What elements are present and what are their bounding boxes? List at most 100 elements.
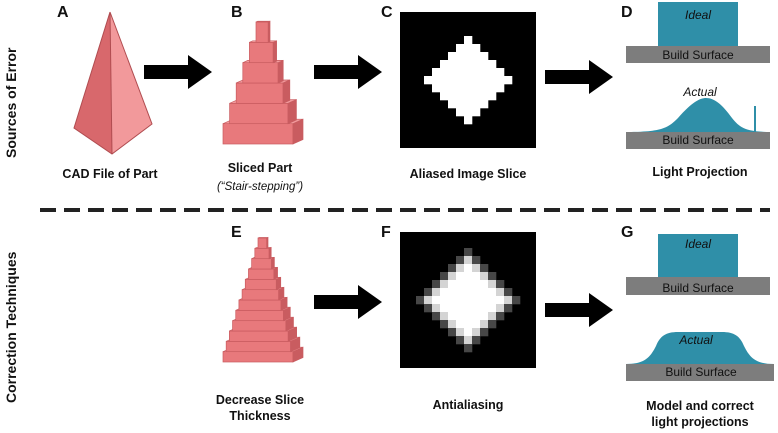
- panel-letter-f: F: [381, 224, 391, 241]
- caption-e-1: Decrease Slice: [215, 393, 305, 407]
- pixel: [496, 296, 505, 305]
- pixel: [416, 296, 425, 305]
- pixel: [464, 336, 473, 345]
- pixel: [480, 328, 489, 337]
- pixel: [456, 256, 465, 265]
- pixel: [424, 296, 433, 305]
- pixel: [472, 108, 481, 117]
- pixel: [472, 336, 481, 345]
- pixel: [432, 304, 441, 313]
- pixel: [440, 84, 449, 93]
- pixel: [456, 312, 465, 321]
- stair-block: [225, 340, 291, 353]
- actual-cure-profile: [626, 98, 772, 149]
- pixel: [464, 44, 473, 53]
- pixel: [472, 264, 481, 273]
- pixel: [456, 100, 465, 109]
- ideal-label-g: Ideal: [684, 237, 712, 251]
- pixel: [432, 288, 441, 297]
- caption-d: Light Projection: [652, 165, 748, 179]
- pixel: [448, 52, 457, 61]
- pixel: [488, 68, 497, 77]
- pixel: [464, 328, 473, 337]
- stair-block-top: [255, 20, 271, 23]
- pixel: [464, 248, 473, 257]
- stair-block-side: [271, 256, 275, 270]
- stair-block: [249, 41, 274, 64]
- pixel: [440, 76, 449, 85]
- pixel: [480, 52, 489, 61]
- right-arrow-icon: [314, 55, 382, 89]
- pixel: [472, 76, 481, 85]
- pixel: [472, 304, 481, 313]
- pixel: [464, 52, 473, 61]
- pixel: [464, 320, 473, 329]
- stair-block-side: [273, 266, 278, 280]
- pixel: [440, 272, 449, 281]
- panel-letter-g: G: [621, 224, 634, 241]
- pixel: [440, 320, 449, 329]
- panel-letter-c: C: [381, 4, 393, 21]
- right-arrow-icon: [314, 285, 382, 319]
- pixel: [472, 320, 481, 329]
- pixel: [488, 312, 497, 321]
- stair-block: [254, 247, 270, 260]
- right-arrow-icon: [144, 55, 212, 89]
- pixel: [496, 76, 505, 85]
- build-surface-label-d1: Build Surface: [662, 48, 734, 62]
- caption-g-1: Model and correct: [646, 399, 754, 413]
- pixel: [488, 320, 497, 329]
- stair-block: [257, 237, 268, 249]
- stair-block: [238, 299, 282, 311]
- aliased-image-slice: [400, 12, 536, 148]
- pixel: [496, 280, 505, 289]
- pixel: [424, 304, 433, 313]
- pixel: [504, 76, 513, 85]
- pixel: [464, 344, 473, 353]
- pixel: [432, 68, 441, 77]
- stair-block: [255, 21, 269, 43]
- pixel: [440, 60, 449, 69]
- pixel: [480, 296, 489, 305]
- pixel: [504, 288, 513, 297]
- pixel: [488, 76, 497, 85]
- stair-block: [235, 309, 284, 322]
- pixel: [456, 60, 465, 69]
- pixel: [456, 280, 465, 289]
- pixel: [448, 288, 457, 297]
- pixel: [448, 68, 457, 77]
- stair-block-top: [257, 237, 269, 239]
- pixel: [440, 92, 449, 101]
- pixel: [448, 312, 457, 321]
- pixel: [496, 84, 505, 93]
- pixel: [496, 68, 505, 77]
- pixel: [424, 76, 433, 85]
- build-surface-label-d2: Build Surface: [662, 133, 734, 147]
- pixel: [456, 76, 465, 85]
- pixel: [448, 280, 457, 289]
- pixel: [480, 304, 489, 313]
- stair-block-side: [267, 20, 271, 43]
- stair-block: [229, 330, 289, 342]
- stair-block: [241, 289, 280, 301]
- pixel: [480, 68, 489, 77]
- pixel: [448, 272, 457, 281]
- pixel: [456, 288, 465, 297]
- ideal-cure-profile-g: [626, 234, 770, 295]
- caption-b: Sliced Part: [227, 161, 293, 175]
- pixel: [496, 312, 505, 321]
- antialiased-image-slice: [400, 232, 536, 368]
- pixel: [472, 44, 481, 53]
- pixel: [440, 304, 449, 313]
- pixel: [456, 296, 465, 305]
- actual-label-d: Actual: [683, 85, 717, 99]
- stair-block: [232, 320, 287, 332]
- pixel: [472, 256, 481, 265]
- pixel: [464, 280, 473, 289]
- pixel: [432, 280, 441, 289]
- stair-block: [248, 268, 275, 280]
- pixel: [480, 100, 489, 109]
- pixel: [504, 304, 513, 313]
- pixel: [464, 76, 473, 85]
- pixel: [464, 256, 473, 265]
